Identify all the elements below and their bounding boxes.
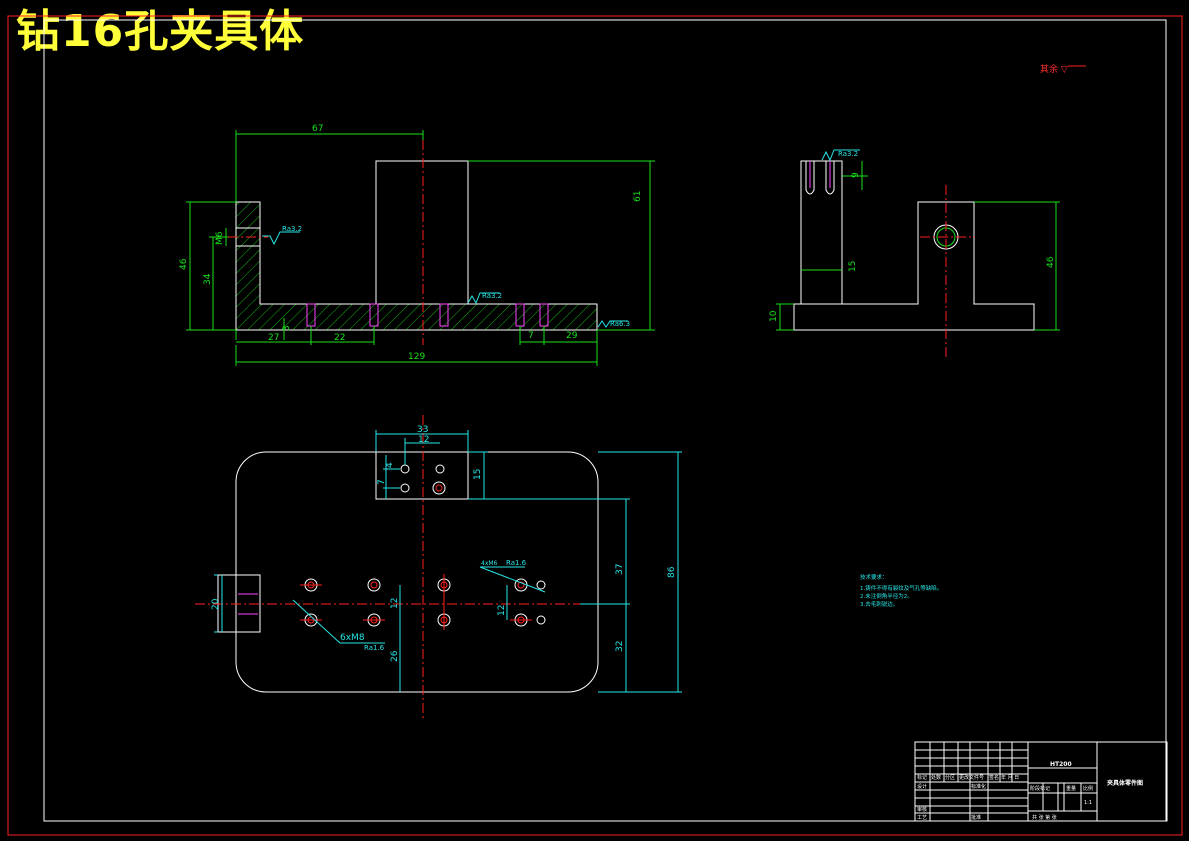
front-view: 67 61 46 34 M6 27 22 7 29 129 3 bbox=[179, 124, 655, 366]
title-block-name: 夹具体零件图 bbox=[1107, 779, 1143, 787]
dim-29: 29 bbox=[566, 331, 578, 341]
svg-text:重量: 重量 bbox=[1066, 785, 1076, 792]
thread-4xm6: 4xM6 bbox=[481, 560, 498, 567]
dim-15-plan: 15 bbox=[473, 469, 483, 480]
title-block: HT200 夹具体零件图 标记 处数 分区 更改文件号 签名 年 月 日 设计 … bbox=[914, 741, 1168, 822]
front-upper-block bbox=[375, 160, 469, 305]
ra16-plan: Ra1.6 bbox=[364, 644, 385, 652]
dim-7-front: 7 bbox=[528, 331, 534, 341]
dim-34: 34 bbox=[203, 273, 213, 285]
dim-61: 61 bbox=[633, 191, 643, 202]
svg-text:处数: 处数 bbox=[931, 774, 941, 781]
tech-notes: 技术要求： 1.铸件不得有裂纹及气孔等缺陷。 2.未注倒角半径为2。 3.去毛刺… bbox=[860, 573, 942, 608]
dim-26: 26 bbox=[390, 650, 400, 662]
svg-text:分区: 分区 bbox=[945, 774, 955, 781]
title-block-material: HT200 bbox=[1050, 761, 1072, 768]
svg-text:工艺: 工艺 bbox=[917, 815, 927, 821]
dim-37: 37 bbox=[615, 564, 625, 575]
tech-note-2: 2.未注倒角半径为2。 bbox=[860, 592, 913, 600]
outer-frame bbox=[7, 15, 1183, 836]
dim-m6: M6 bbox=[215, 231, 225, 245]
plan-boss bbox=[375, 451, 469, 500]
dim-32: 32 bbox=[615, 641, 625, 652]
tech-note-3: 3.去毛刺锐边。 bbox=[860, 600, 898, 608]
side-view: 9 Ra3.2 15 46 10 bbox=[769, 149, 1060, 360]
svg-text:阶段标记: 阶段标记 bbox=[1030, 785, 1050, 792]
dim-4: 4 bbox=[385, 462, 395, 468]
dim-67: 67 bbox=[312, 124, 323, 134]
drawing-title: 钻16孔夹具体 bbox=[16, 6, 305, 57]
dim-9: 9 bbox=[851, 172, 861, 178]
dim-12-right: 12 bbox=[497, 605, 507, 616]
svg-text:年 月 日: 年 月 日 bbox=[1001, 774, 1019, 781]
ra16-plan-right: Ra1.6 bbox=[506, 559, 527, 567]
dim-46-front: 46 bbox=[179, 258, 189, 270]
tech-notes-heading: 技术要求： bbox=[860, 573, 888, 581]
svg-text:1:1: 1:1 bbox=[1084, 800, 1092, 806]
front-view-hatch bbox=[235, 201, 598, 331]
dim-22: 22 bbox=[334, 333, 345, 343]
svg-text:标记: 标记 bbox=[917, 774, 927, 781]
svg-text:签名: 签名 bbox=[989, 774, 999, 781]
plan-outline bbox=[235, 451, 599, 693]
dim-3: 3 bbox=[282, 325, 292, 331]
thread-6xm8: 6xM8 bbox=[340, 633, 365, 643]
dim-12-top: 12 bbox=[418, 435, 429, 445]
ra32-side: Ra3.2 bbox=[838, 150, 858, 158]
dim-27: 27 bbox=[268, 333, 279, 343]
base-hole-3 bbox=[439, 303, 449, 327]
ra32-wall: Ra3.2 bbox=[282, 225, 302, 233]
dim-7-plan: 7 bbox=[377, 479, 387, 485]
dim-129: 129 bbox=[408, 352, 425, 362]
dim-86: 86 bbox=[667, 566, 677, 578]
plan-holes bbox=[300, 464, 546, 630]
svg-text:批准: 批准 bbox=[971, 814, 981, 821]
dim-10: 10 bbox=[769, 310, 779, 322]
dim-33: 33 bbox=[417, 425, 428, 435]
svg-text:标准化: 标准化 bbox=[971, 783, 986, 790]
svg-text:审核: 审核 bbox=[917, 806, 927, 813]
dim-46-side: 46 bbox=[1046, 256, 1056, 268]
ra32-base: Ra3.2 bbox=[482, 292, 502, 300]
tech-note-1: 1.铸件不得有裂纹及气孔等缺陷。 bbox=[860, 584, 942, 592]
svg-text:更改文件号: 更改文件号 bbox=[959, 774, 984, 781]
svg-text:设计: 设计 bbox=[917, 783, 927, 790]
svg-text:比例: 比例 bbox=[1083, 785, 1093, 792]
svg-text:共 张 第 张: 共 张 第 张 bbox=[1032, 814, 1057, 821]
corner-roughness-note: 其余 ▽ bbox=[1040, 63, 1068, 75]
dim-12-mid: 12 bbox=[390, 598, 400, 609]
inner-frame bbox=[43, 19, 1167, 822]
ra63-base: Ra6.3 bbox=[610, 320, 630, 328]
dim-15-side: 15 bbox=[848, 261, 858, 272]
dim-20: 20 bbox=[211, 598, 221, 610]
plan-view: 33 12 7 4 15 37 86 32 20 12 26 12 bbox=[195, 415, 682, 720]
